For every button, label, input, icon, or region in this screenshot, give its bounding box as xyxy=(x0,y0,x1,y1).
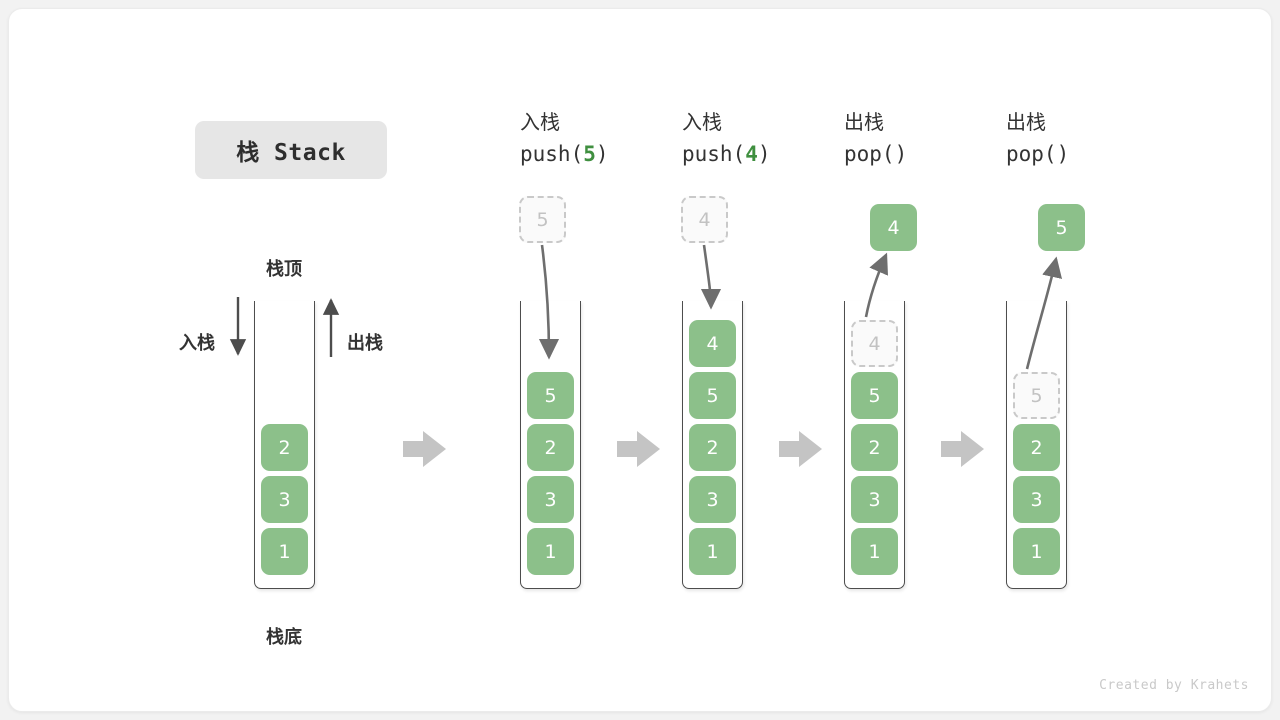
code-prefix: pop( xyxy=(1006,142,1057,166)
code-suffix: ) xyxy=(595,142,609,166)
stack-cell: 5 xyxy=(527,372,574,419)
stage-transition-arrow xyxy=(403,431,446,467)
code-arg: 5 xyxy=(583,142,596,166)
code-suffix: ) xyxy=(894,142,908,166)
code-prefix: push( xyxy=(520,142,584,166)
stage-header-code: push(5) xyxy=(520,137,609,171)
code-suffix: ) xyxy=(1056,142,1070,166)
stack-cell: 2 xyxy=(1013,424,1060,471)
stack-frame-push4 xyxy=(682,301,743,589)
stack-cell: 2 xyxy=(261,424,308,471)
stack-cell: 3 xyxy=(689,476,736,523)
stage-header-cn: 出栈 xyxy=(844,110,884,134)
floating-ghost-cell: 5 xyxy=(519,196,566,243)
pop-direction-label: 出栈 xyxy=(347,333,383,354)
diagram-card: 栈 Stack 栈顶 栈底 入栈 出栈 入栈 push(5) 入栈 push(4… xyxy=(8,8,1272,712)
stack-cell: 4 xyxy=(689,320,736,367)
stack-cell: 3 xyxy=(851,476,898,523)
vacated-ghost-cell: 5 xyxy=(1013,372,1060,419)
stage-header-push4: 入栈 push(4) xyxy=(682,107,771,171)
stack-cell: 1 xyxy=(689,528,736,575)
stack-frame-pop5 xyxy=(1006,301,1067,589)
stage-header-pop5: 出栈 pop() xyxy=(1006,107,1069,171)
credit-text: Created by Krahets xyxy=(1099,678,1249,693)
code-prefix: push( xyxy=(682,142,746,166)
code-arg: 4 xyxy=(745,142,758,166)
push-flow-arrow xyxy=(700,244,722,310)
stage-header-code: pop() xyxy=(844,137,907,171)
vacated-ghost-cell: 4 xyxy=(851,320,898,367)
stage-header-pop4: 出栈 pop() xyxy=(844,107,907,171)
stage-transition-arrow xyxy=(779,431,822,467)
stage-header-code: pop() xyxy=(1006,137,1069,171)
stack-bottom-label: 栈底 xyxy=(266,627,302,648)
stage-header-cn: 入栈 xyxy=(682,110,722,134)
stage-header-cn: 入栈 xyxy=(520,110,560,134)
stack-frame-pop4 xyxy=(844,301,905,589)
stack-frame-initial xyxy=(254,301,315,589)
stack-cell: 1 xyxy=(527,528,574,575)
arrows-overlay xyxy=(229,244,1063,467)
stack-frame-push5 xyxy=(520,301,581,589)
popped-value-cell: 4 xyxy=(870,204,917,251)
stage-transition-arrow xyxy=(617,431,660,467)
stack-cell: 2 xyxy=(527,424,574,471)
push-direction-label: 入栈 xyxy=(179,333,215,354)
stack-cell: 5 xyxy=(851,372,898,419)
code-suffix: ) xyxy=(757,142,771,166)
stack-cell: 3 xyxy=(261,476,308,523)
code-prefix: pop( xyxy=(844,142,895,166)
stack-cell: 1 xyxy=(261,528,308,575)
stack-cell: 3 xyxy=(527,476,574,523)
stack-cell: 1 xyxy=(1013,528,1060,575)
stage-transition-arrow xyxy=(941,431,984,467)
stage-header-cn: 出栈 xyxy=(1006,110,1046,134)
stack-cell: 5 xyxy=(689,372,736,419)
stack-cell: 2 xyxy=(689,424,736,471)
floating-ghost-cell: 4 xyxy=(681,196,728,243)
stack-cell: 2 xyxy=(851,424,898,471)
popped-value-cell: 5 xyxy=(1038,204,1085,251)
stack-cell: 1 xyxy=(851,528,898,575)
page-title: 栈 Stack xyxy=(236,140,346,166)
stack-top-label: 栈顶 xyxy=(266,259,302,280)
stage-header-code: push(4) xyxy=(682,137,771,171)
stage-header-push5: 入栈 push(5) xyxy=(520,107,609,171)
stack-cell: 3 xyxy=(1013,476,1060,523)
diagram-title-chip: 栈 Stack xyxy=(195,121,387,179)
